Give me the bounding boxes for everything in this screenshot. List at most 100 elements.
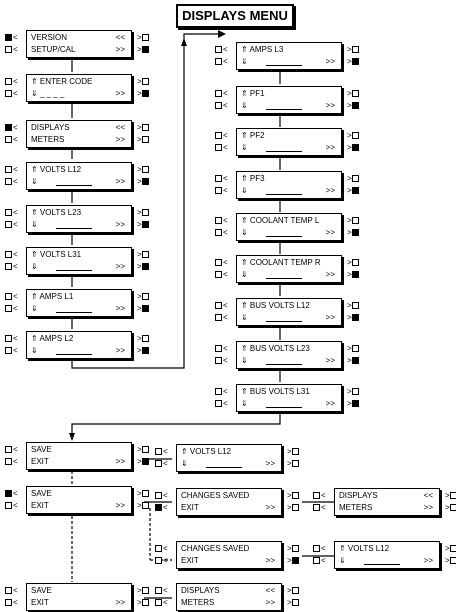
soft-key-top-right-button[interactable] — [141, 587, 149, 595]
soft-key-bottom-right-button[interactable] — [351, 400, 359, 408]
soft-key-top-left-button[interactable] — [5, 34, 12, 42]
soft-key-top-left-button[interactable] — [5, 124, 12, 132]
soft-key-top-left-button[interactable] — [5, 78, 12, 86]
soft-key-bottom-right-button[interactable] — [141, 221, 149, 229]
soft-key-bottom-left-button[interactable] — [215, 187, 222, 195]
soft-key-bottom-left-button[interactable] — [5, 136, 12, 144]
soft-key-top-left-button[interactable] — [155, 545, 162, 553]
soft-key-top-right-button[interactable] — [351, 132, 359, 140]
soft-key-top-left-button[interactable] — [5, 293, 12, 301]
soft-key-bottom-right-button[interactable] — [351, 314, 359, 322]
soft-key-top-right-button[interactable] — [141, 34, 149, 42]
soft-key-bottom-right-button[interactable] — [141, 46, 149, 54]
soft-key-top-right-button[interactable] — [141, 335, 149, 343]
soft-key-bottom-left-button[interactable] — [215, 229, 222, 237]
soft-key-top-right-button[interactable] — [449, 545, 456, 553]
soft-key-bottom-left-button[interactable] — [5, 90, 12, 98]
soft-key-top-right-button[interactable] — [141, 124, 149, 132]
soft-key-bottom-left-button[interactable] — [5, 263, 12, 271]
soft-key-top-left-button[interactable] — [313, 492, 320, 500]
soft-key-bottom-right-button[interactable] — [141, 178, 149, 186]
soft-key-bottom-right-button[interactable] — [351, 144, 359, 152]
soft-key-bottom-left-button[interactable] — [5, 458, 12, 466]
soft-key-bottom-left-button[interactable] — [313, 557, 320, 565]
soft-key-bottom-left-button[interactable] — [215, 102, 222, 110]
soft-key-bottom-right-button[interactable] — [141, 136, 149, 144]
soft-key-bottom-right-button[interactable] — [141, 347, 149, 355]
soft-key-top-right-button[interactable] — [351, 388, 359, 396]
soft-key-top-left-button[interactable] — [215, 345, 222, 353]
soft-key-top-right-button[interactable] — [351, 175, 359, 183]
soft-key-top-right-button[interactable] — [351, 217, 359, 225]
soft-key-bottom-right-button[interactable] — [141, 90, 149, 98]
soft-key-top-left-button[interactable] — [215, 259, 222, 267]
soft-key-bottom-right-button[interactable] — [351, 271, 359, 279]
soft-key-bottom-right-button[interactable] — [291, 557, 299, 565]
soft-key-bottom-right-button[interactable] — [291, 460, 299, 468]
soft-key-top-right-button[interactable] — [141, 293, 149, 301]
soft-key-top-right-button[interactable] — [141, 446, 149, 454]
soft-key-bottom-left-button[interactable] — [155, 504, 162, 512]
soft-key-bottom-right-button[interactable] — [141, 458, 149, 466]
soft-key-top-right-button[interactable] — [351, 302, 359, 310]
soft-key-top-right-button[interactable] — [351, 46, 359, 54]
soft-key-top-left-button[interactable] — [5, 335, 12, 343]
soft-key-bottom-right-button[interactable] — [351, 229, 359, 237]
soft-key-bottom-right-button[interactable] — [141, 599, 149, 607]
soft-key-bottom-left-button[interactable] — [5, 599, 12, 607]
soft-key-bottom-left-button[interactable] — [5, 221, 12, 229]
soft-key-top-left-button[interactable] — [215, 175, 222, 183]
soft-key-top-right-button[interactable] — [351, 345, 359, 353]
soft-key-top-left-button[interactable] — [5, 490, 12, 498]
soft-key-top-right-button[interactable] — [141, 166, 149, 174]
soft-key-top-left-button[interactable] — [313, 545, 320, 553]
soft-key-top-right-button[interactable] — [141, 209, 149, 217]
soft-key-bottom-left-button[interactable] — [5, 46, 12, 54]
soft-key-bottom-left-button[interactable] — [5, 502, 12, 510]
soft-key-bottom-right-button[interactable] — [141, 502, 149, 510]
soft-key-bottom-left-button[interactable] — [215, 144, 222, 152]
soft-key-top-right-button[interactable] — [291, 492, 299, 500]
soft-key-bottom-left-button[interactable] — [155, 557, 162, 565]
soft-key-bottom-left-button[interactable] — [5, 178, 12, 186]
soft-key-bottom-left-button[interactable] — [5, 305, 12, 313]
soft-key-top-left-button[interactable] — [5, 587, 12, 595]
soft-key-bottom-left-button[interactable] — [215, 357, 222, 365]
soft-key-bottom-left-button[interactable] — [215, 400, 222, 408]
soft-key-top-right-button[interactable] — [141, 78, 149, 86]
soft-key-top-left-button[interactable] — [215, 302, 222, 310]
soft-key-top-left-button[interactable] — [155, 448, 162, 456]
soft-key-top-left-button[interactable] — [215, 217, 222, 225]
soft-key-bottom-right-button[interactable] — [141, 263, 149, 271]
soft-key-top-right-button[interactable] — [291, 587, 299, 595]
soft-key-top-right-button[interactable] — [351, 90, 359, 98]
soft-key-bottom-left-button[interactable] — [155, 599, 162, 607]
soft-key-bottom-left-button[interactable] — [215, 314, 222, 322]
soft-key-top-left-button[interactable] — [5, 166, 12, 174]
soft-key-top-left-button[interactable] — [155, 587, 162, 595]
soft-key-bottom-right-button[interactable] — [351, 102, 359, 110]
soft-key-top-right-button[interactable] — [291, 545, 299, 553]
soft-key-top-right-button[interactable] — [351, 259, 359, 267]
soft-key-top-right-button[interactable] — [141, 251, 149, 259]
soft-key-bottom-left-button[interactable] — [155, 460, 162, 468]
soft-key-bottom-left-button[interactable] — [5, 347, 12, 355]
soft-key-bottom-right-button[interactable] — [141, 305, 149, 313]
soft-key-bottom-right-button[interactable] — [291, 599, 299, 607]
soft-key-bottom-right-button[interactable] — [351, 58, 359, 66]
soft-key-top-right-button[interactable] — [141, 490, 149, 498]
soft-key-bottom-right-button[interactable] — [449, 557, 456, 565]
soft-key-top-left-button[interactable] — [215, 132, 222, 140]
soft-key-bottom-left-button[interactable] — [215, 271, 222, 279]
soft-key-bottom-right-button[interactable] — [351, 357, 359, 365]
soft-key-top-left-button[interactable] — [155, 492, 162, 500]
soft-key-top-right-button[interactable] — [291, 448, 299, 456]
soft-key-top-left-button[interactable] — [5, 446, 12, 454]
soft-key-top-left-button[interactable] — [215, 388, 222, 396]
soft-key-top-left-button[interactable] — [5, 251, 12, 259]
soft-key-bottom-right-button[interactable] — [449, 504, 456, 512]
soft-key-top-right-button[interactable] — [449, 492, 456, 500]
soft-key-bottom-right-button[interactable] — [291, 504, 299, 512]
soft-key-top-left-button[interactable] — [5, 209, 12, 217]
soft-key-bottom-left-button[interactable] — [313, 504, 320, 512]
